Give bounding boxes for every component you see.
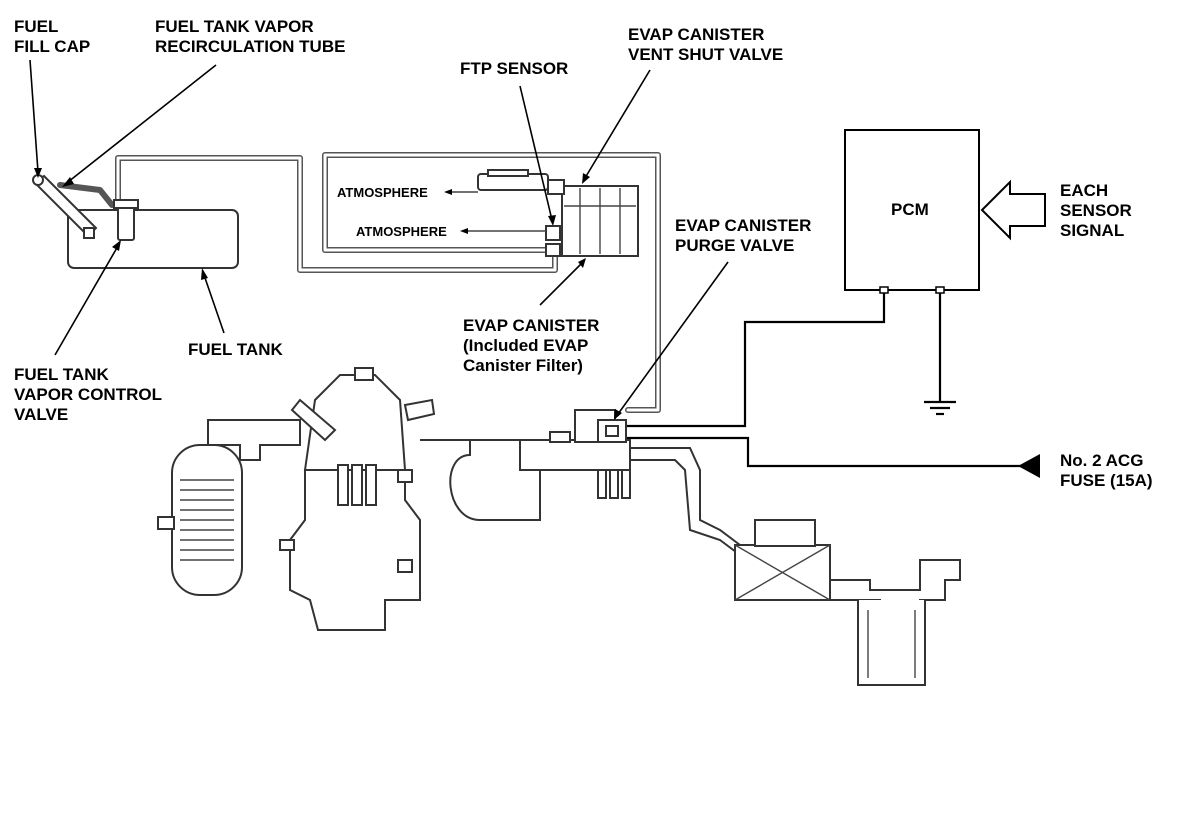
fuel-tank-label: FUEL TANK [188, 340, 283, 359]
vent-shut-valve-label: EVAP CANISTER VENT SHUT VALVE [628, 25, 783, 64]
callout-leaders [29, 59, 729, 420]
engine-assembly [157, 367, 961, 686]
each-sensor-signal-label: EACH SENSOR SIGNAL [1060, 181, 1137, 240]
sensor-signal-arrow [980, 179, 1046, 241]
pcm-label: PCM [891, 200, 929, 219]
purge-valve-label: EVAP CANISTER PURGE VALVE [675, 216, 816, 255]
vapor-control-valve-label: FUEL TANK VAPOR CONTROL VALVE [14, 365, 166, 424]
evap-hoses [57, 152, 661, 413]
vapor-control-valve [113, 199, 139, 241]
atmosphere-vent-lines [444, 189, 546, 234]
vent-shut-valve [477, 169, 565, 195]
atmosphere-label-2: ATMOSPHERE [356, 224, 447, 239]
acg-fuse-label: No. 2 ACG FUSE (15A) [1060, 451, 1153, 490]
fuel-fill-cap-label: FUEL FILL CAP [14, 17, 90, 56]
pcm-module [844, 129, 980, 294]
atmosphere-label-1: ATMOSPHERE [337, 185, 428, 200]
fuel-tank [67, 209, 239, 269]
evap-canister [545, 185, 639, 257]
pcm-wiring [626, 293, 1040, 478]
recirculation-tube-label: FUEL TANK VAPOR RECIRCULATION TUBE [155, 17, 345, 56]
ftp-sensor-label: FTP SENSOR [460, 59, 568, 78]
evap-canister-label: EVAP CANISTER (Included EVAP Canister Fi… [463, 316, 604, 375]
